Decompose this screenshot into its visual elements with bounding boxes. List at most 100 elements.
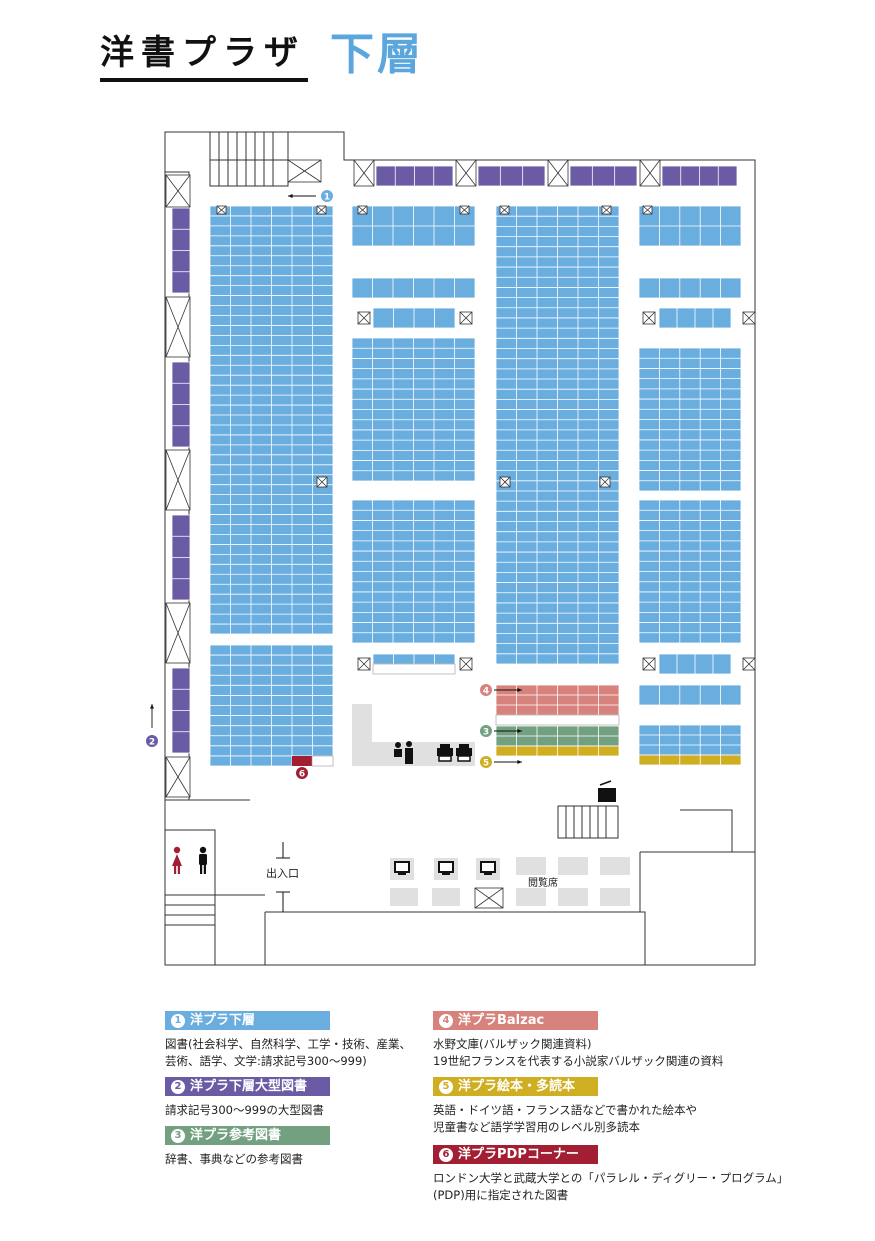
reading-seat [558, 857, 588, 875]
stairs-right [557, 805, 619, 839]
shelf-block [351, 499, 476, 644]
arrow-icon [494, 729, 522, 733]
legend-line: (PDP)用に指定された図書 [433, 1188, 569, 1202]
column-x-icon [165, 756, 191, 798]
shelf-block [372, 653, 456, 665]
facility-icons [172, 741, 630, 906]
entrance-label: 出入口 [266, 866, 299, 880]
shelf-block [658, 653, 732, 675]
legend-description: 請求記号300〜999の大型図書 [165, 1102, 324, 1119]
shelf-block [638, 724, 742, 756]
legend-description: ロンドン大学と武蔵大学との「パラレル・ディグリー・プログラム」 (PDP)用に指定… [433, 1170, 788, 1204]
shelf-empty [311, 755, 334, 767]
title-underline [100, 78, 308, 82]
column-x-icon [499, 476, 511, 488]
ticket-machine-icon [598, 780, 616, 802]
column-x-icon [742, 311, 756, 325]
area-markers: 1 2 4 3 5 6 [146, 190, 492, 780]
entrance-marker [276, 842, 290, 912]
area-marker: 3 [480, 725, 492, 738]
legend-description: 英語・ドイツ語・フランス語などで書かれた絵本や児童書など語学学習用のレベル別多読… [433, 1102, 697, 1136]
shelf-block [495, 205, 620, 665]
legend-number: 6 [439, 1148, 453, 1162]
shelf-block [638, 205, 742, 247]
legend-heading-text: 洋プラBalzac [458, 1013, 545, 1028]
legend-number: 1 [171, 1014, 185, 1028]
column-x-icon [474, 887, 504, 909]
stairs-left [165, 894, 215, 926]
title-main: 洋書プラザ [100, 33, 305, 73]
legend-number: 3 [171, 1129, 185, 1143]
legend-line: 児童書など語学学習用のレベル別多読本 [433, 1120, 640, 1134]
shelf-block [372, 307, 456, 329]
arrow-icon [150, 704, 154, 728]
svg-text:6: 6 [299, 770, 305, 780]
shelf-block [351, 205, 476, 247]
arrow-icon [288, 194, 316, 198]
floor-map: 1 2 4 3 5 6 出入口 閲覧席 [146, 131, 756, 966]
reading-seat [432, 888, 460, 906]
computer-icon [476, 858, 500, 880]
column-x-icon [601, 205, 612, 215]
printer-icon [456, 744, 472, 762]
column-x-icon [599, 476, 611, 488]
column-x-icon [357, 205, 368, 215]
column-x-icon [165, 449, 191, 511]
computer-icon [390, 858, 414, 880]
legend-heading: 3 洋プラ参考図書 [165, 1126, 330, 1145]
large-book-shelf [661, 165, 738, 187]
area-marker: 1 [321, 190, 333, 203]
reading-seats-label: 閲覧席 [528, 876, 558, 889]
area-marker: 6 [296, 767, 308, 780]
column-x-icon [742, 657, 756, 671]
service-counter [352, 704, 475, 766]
legend-heading-text: 洋プラ絵本・多読本 [458, 1079, 576, 1094]
large-book-shelf [171, 207, 191, 294]
legend-description: 図書(社会科学、自然科学、工学・技術、産業、芸術、語学、文学:請求記号300〜9… [165, 1036, 411, 1070]
legend-line: 英語・ドイツ語・フランス語などで書かれた絵本や [433, 1103, 698, 1117]
legend-line: ロンドン大学と武蔵大学との「パラレル・ディグリー・プログラム」 [433, 1171, 789, 1185]
shelf-block [351, 337, 476, 482]
large-book-shelf [171, 667, 191, 754]
column-x-icon [639, 159, 661, 187]
arrow-icon [494, 760, 522, 764]
large-book-shelf [569, 165, 638, 187]
arrow-icon [494, 688, 522, 692]
shelf-block [638, 684, 742, 706]
column-x-icon [459, 311, 473, 325]
large-book-shelf [171, 361, 191, 448]
legend-line: 芸術、語学、文学:請求記号300〜999) [165, 1054, 367, 1068]
legend-line: 図書(社会科学、自然科学、工学・技術、産業、 [165, 1037, 411, 1051]
legend-heading: 1 洋プラ下層 [165, 1011, 330, 1030]
column-x-icon [316, 476, 328, 488]
legend-heading-text: 洋プラ下層 [190, 1013, 256, 1028]
shelf-block [495, 725, 620, 747]
reading-seat [390, 888, 418, 906]
legend-heading-text: 洋プラ参考図書 [190, 1128, 282, 1143]
legend-description: 水野文庫(バルザック関連資料)19世紀フランスを代表する小説家バルザック関連の資… [433, 1036, 723, 1070]
reading-seat [600, 857, 630, 875]
legend-line: 請求記号300〜999の大型図書 [165, 1103, 324, 1117]
reading-seat [558, 888, 588, 906]
area-marker: 2 [146, 735, 158, 748]
restroom-men-icon [199, 846, 207, 874]
building-walls [164, 131, 756, 966]
column-x-icon [642, 657, 656, 671]
large-book-shelf [477, 165, 546, 187]
computer-icon [434, 858, 458, 880]
area-marker: 5 [480, 756, 492, 769]
shelf-block [638, 499, 742, 644]
area-marker: 4 [480, 684, 492, 697]
column-x-icon [499, 205, 510, 215]
column-x-icon [353, 159, 375, 187]
column-x-icon [642, 311, 656, 325]
restroom-women-icon [172, 846, 182, 874]
column-x-icon [287, 159, 322, 183]
shelf-empty [495, 714, 620, 726]
shelf-block [351, 277, 476, 299]
column-x-icon [165, 296, 191, 358]
stairs-top [209, 131, 289, 187]
